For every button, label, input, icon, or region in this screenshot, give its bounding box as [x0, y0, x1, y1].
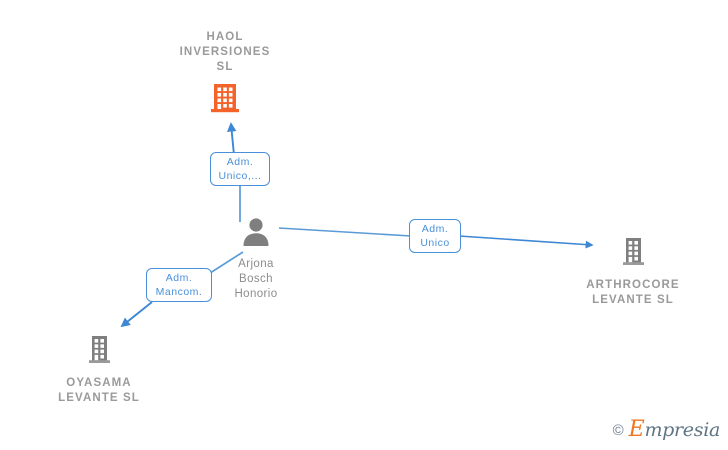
empresia-logo-text: Empresia	[628, 417, 721, 442]
edge-label-person-to-oyasama[interactable]: Adm. Mancom.	[146, 268, 212, 302]
edge-label-person-to-arthrocore[interactable]: Adm. Unico	[409, 219, 461, 253]
person-icon	[196, 214, 316, 253]
edge-person-to-oyasama-upper	[206, 251, 244, 276]
edge-person-to-arthrocore-left	[278, 227, 412, 237]
node-arthrocore-levante[interactable]: ARTHROCORE LEVANTE SL	[568, 236, 698, 308]
edge-person-to-arthrocore-right	[458, 235, 594, 249]
building-icon	[34, 334, 164, 371]
node-haol-label: HAOL INVERSIONES SL	[179, 31, 271, 73]
empresia-logo-initial: E	[628, 417, 645, 442]
empresia-logo-rest: mpresia	[644, 419, 720, 441]
node-person-label: Arjona Bosch Honorio	[234, 258, 278, 300]
node-haol-inversiones[interactable]: HAOL INVERSIONES SL	[160, 30, 290, 120]
edge-label-person-to-haol[interactable]: Adm. Unico,...	[210, 152, 270, 186]
copyright-symbol: ©	[612, 421, 624, 439]
node-oyasama-label: OYASAMA LEVANTE SL	[58, 377, 140, 404]
edge-person-to-oyasama-lower	[120, 301, 153, 328]
empresia-watermark: © Empresia	[612, 417, 721, 442]
node-arjona-bosch-honorio[interactable]: Arjona Bosch Honorio	[196, 214, 316, 302]
node-oyasama-levante[interactable]: OYASAMA LEVANTE SL	[34, 334, 164, 406]
building-icon	[568, 236, 698, 273]
node-arthrocore-label: ARTHROCORE LEVANTE SL	[586, 279, 680, 306]
edge-person-to-haol-upper	[227, 122, 237, 156]
building-icon	[160, 81, 290, 120]
